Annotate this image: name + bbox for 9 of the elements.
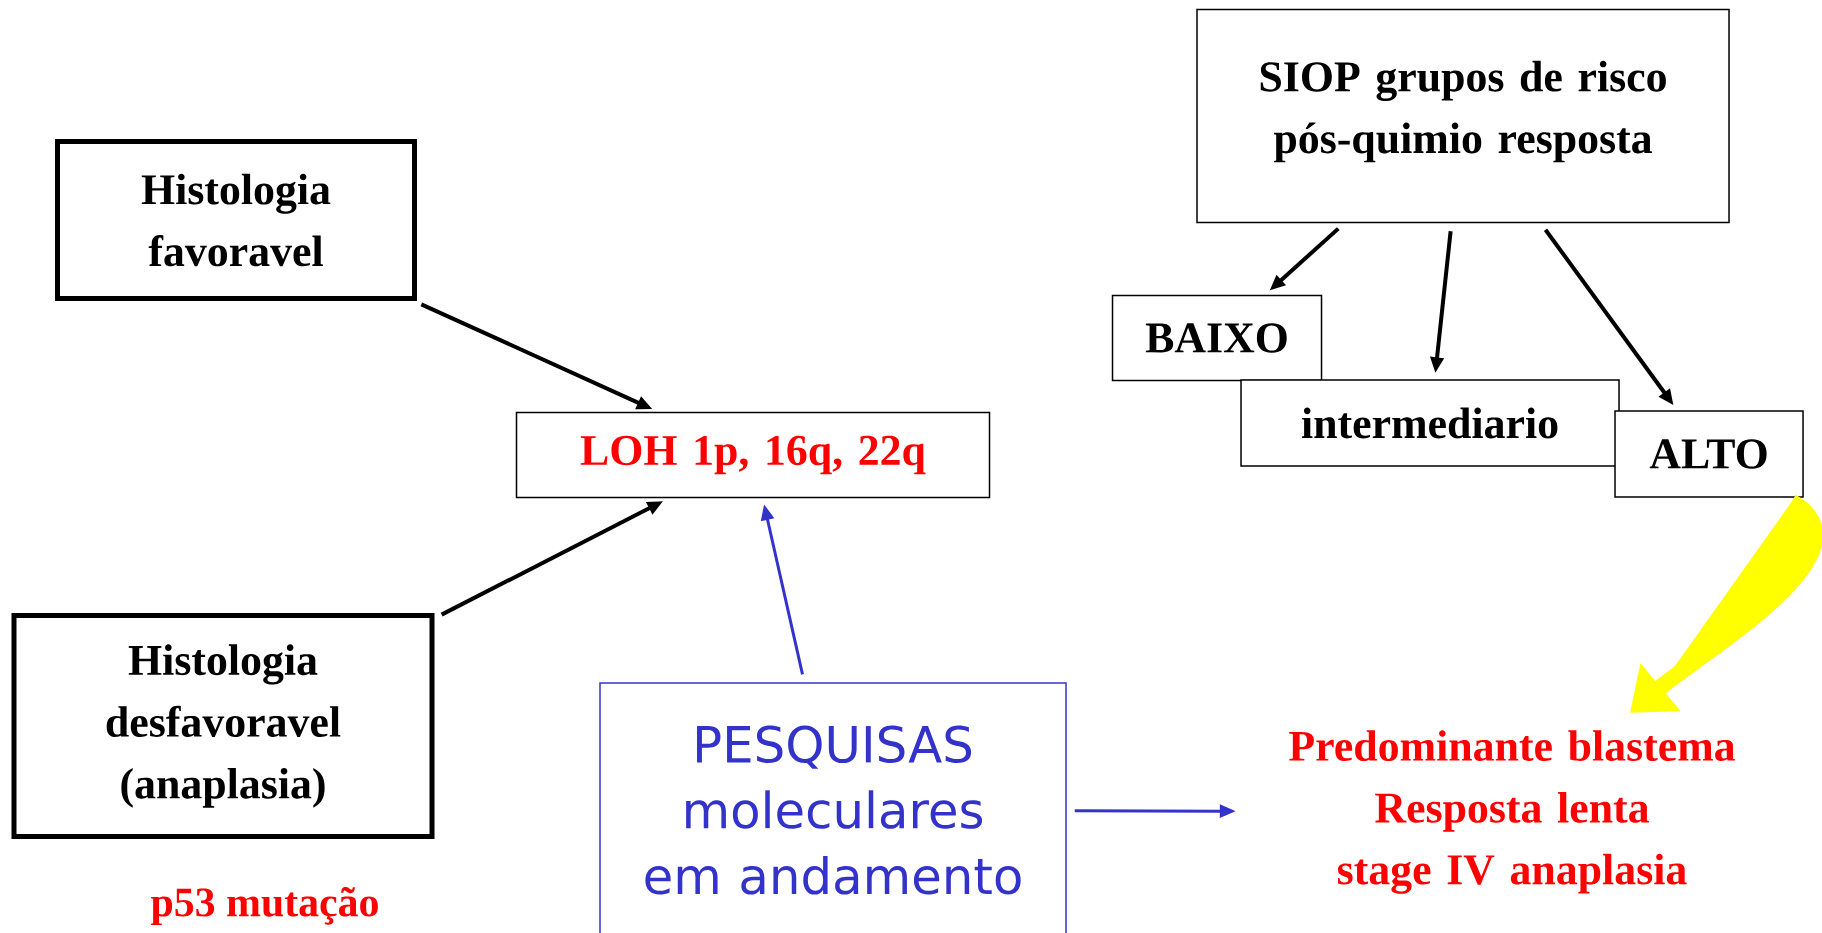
category-box: ALTO xyxy=(1614,410,1804,498)
process-box: Histologia favoravel xyxy=(55,139,417,301)
process-box: Histologia desfavoravel (anaplasia) xyxy=(11,613,435,839)
process-box: SIOP grupos de risco pós-quimio resposta xyxy=(1196,8,1730,224)
research-box: PESQUISAS moleculares em andamento xyxy=(599,682,1067,933)
category-box: BAIXO xyxy=(1111,294,1323,382)
outcome-text: Predominante blastema Resposta lenta stage IV anaplasia xyxy=(1242,717,1782,907)
result-box: LOH 1p, 16q, 22q xyxy=(515,411,991,499)
note-text: p53 mutação xyxy=(151,887,378,926)
